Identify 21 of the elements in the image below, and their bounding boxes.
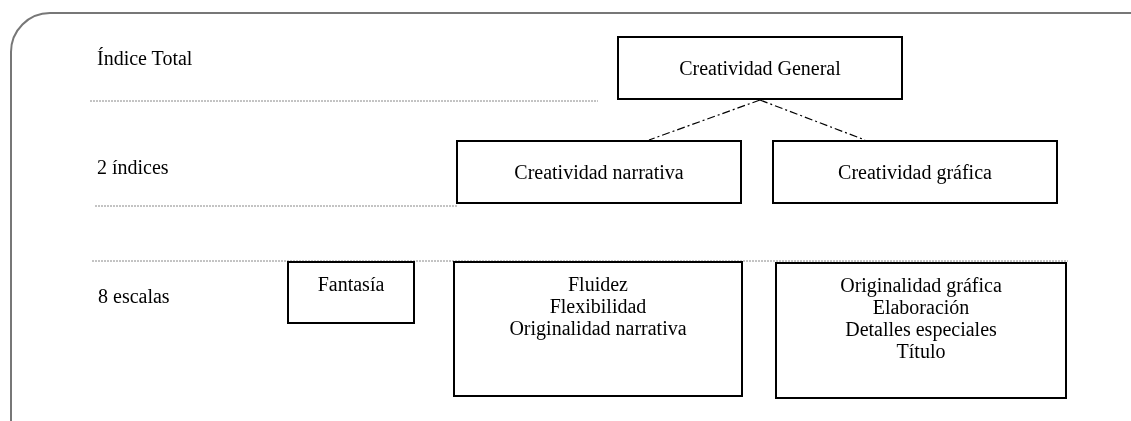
box-text: Creatividad gráfica xyxy=(838,161,992,183)
category-box xyxy=(456,140,742,204)
category-box xyxy=(617,36,903,100)
category-box xyxy=(453,261,743,397)
category-box xyxy=(772,140,1058,204)
connector-line xyxy=(648,99,761,141)
box-text: Elaboración xyxy=(872,296,970,318)
level-label: Índice Total xyxy=(97,47,193,70)
box-text: Detalles especiales xyxy=(845,318,997,340)
box-text: Título xyxy=(896,340,946,362)
level-label: 2 índices xyxy=(97,156,169,179)
level-label: 8 escalas xyxy=(98,285,170,308)
box-text: Originalidad gráfica xyxy=(840,274,1002,296)
box-text: Creatividad narrativa xyxy=(514,161,684,183)
box-text: Originalidad narrativa xyxy=(509,317,687,339)
box-text: Fluidez xyxy=(568,273,628,295)
box-text: Creatividad General xyxy=(679,57,841,79)
box-text: Fantasía xyxy=(317,273,385,295)
box-text: Flexibilidad xyxy=(549,295,647,317)
category-box xyxy=(775,262,1067,399)
category-box xyxy=(287,261,415,324)
